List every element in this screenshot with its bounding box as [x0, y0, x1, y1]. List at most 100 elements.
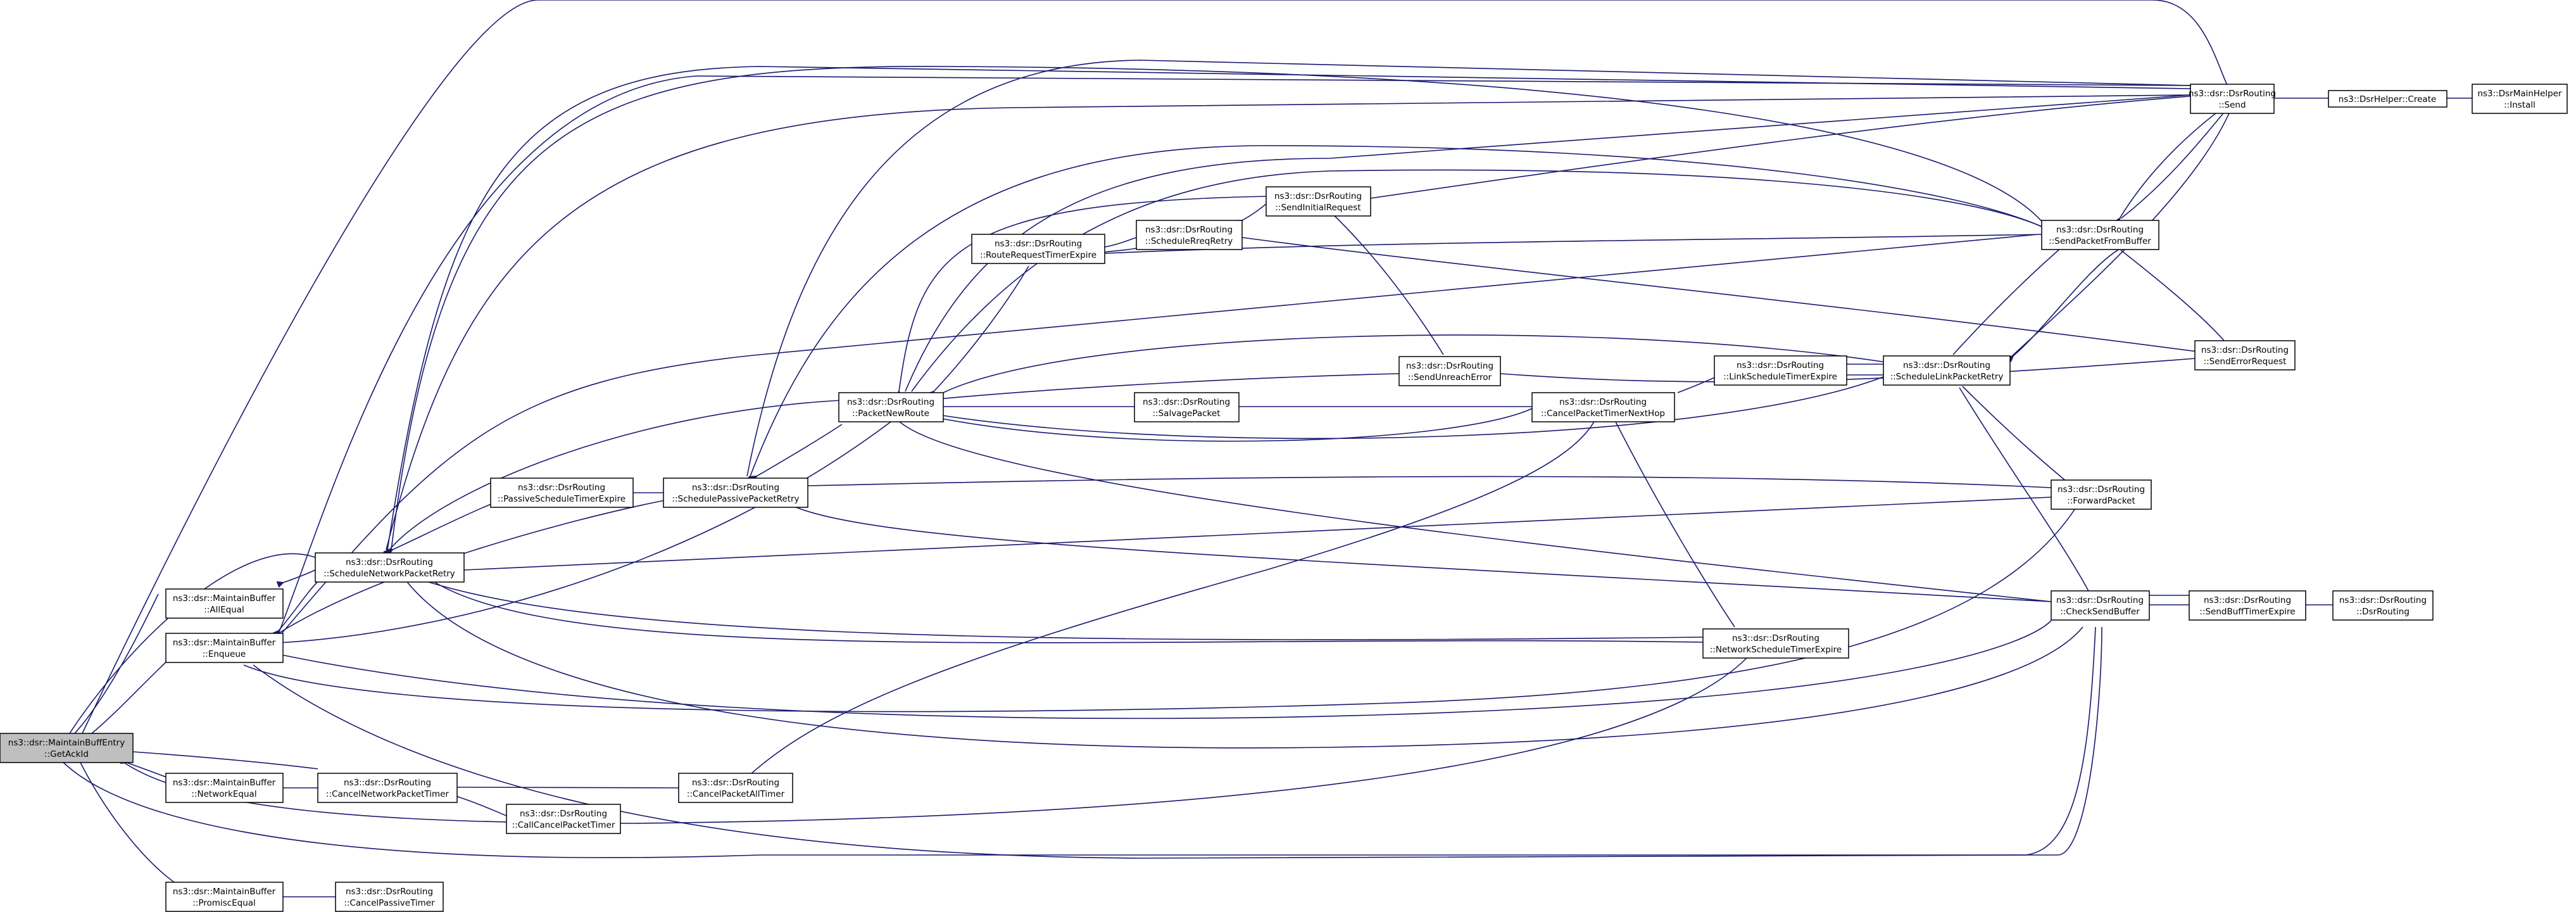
node-dsrrouting[interactable]: ns3::dsr::DsrRouting ::DsrRouting — [2332, 590, 2434, 621]
node-schednetretry-line2: ::ScheduleNetworkPacketRetry — [324, 569, 455, 579]
node-cancelnettimer[interactable]: ns3::dsr::DsrRouting ::CancelNetworkPack… — [317, 773, 458, 803]
node-passiveexpire-line2: ::PassiveScheduleTimerExpire — [498, 494, 625, 504]
edge-dsr-enqueue — [253, 626, 2096, 859]
edge-networkequal-getackid — [127, 763, 168, 778]
edge-send-enqueue — [278, 75, 2191, 634]
edge-sendfrombuffer-enqueue — [281, 234, 2039, 634]
edges — [63, 0, 2472, 897]
node-linkexpire-line2: ::LinkScheduleTimerExpire — [1723, 372, 1837, 382]
node-cancelnexthop-line1: ns3::dsr::DsrRouting — [1559, 397, 1647, 407]
edge-cancelall-cancelnettimer — [456, 787, 679, 788]
node-sendunreach[interactable]: ns3::dsr::DsrRouting ::SendUnreachError — [1398, 356, 1501, 386]
edge-rreqexpire-packetnewroute — [934, 265, 1029, 391]
edge-cancelnexthop-netsched — [1614, 419, 1735, 628]
node-getackid-line1: ns3::dsr::MaintainBuffEntry — [8, 738, 125, 748]
node-send[interactable]: ns3::dsr::DsrRouting ::Send — [2189, 84, 2276, 114]
node-rreqexpire-line1: ns3::dsr::DsrRouting — [995, 239, 1082, 249]
node-linkexpire[interactable]: ns3::dsr::DsrRouting ::LinkScheduleTimer… — [1714, 355, 1847, 386]
node-allequal[interactable]: ns3::dsr::MaintainBuffer ::AllEqual — [165, 588, 284, 619]
node-sendinitreq[interactable]: ns3::dsr::DsrRouting ::SendInitialReques… — [1266, 186, 1371, 217]
node-enqueue[interactable]: ns3::dsr::MaintainBuffer ::Enqueue — [165, 633, 284, 663]
node-checksend-line1: ns3::dsr::DsrRouting — [2056, 595, 2144, 605]
edge-send-schednetretry — [387, 66, 2191, 550]
edge-send2-schednetretry — [386, 94, 2191, 550]
node-packetnewroute-line1: ns3::dsr::DsrRouting — [847, 397, 934, 407]
node-callcancel-line1: ns3::dsr::DsrRouting — [520, 809, 607, 819]
edge-sendunreach-sendinit — [1329, 211, 1444, 355]
edge-sendfrombuffer-schedlink — [2013, 248, 2121, 356]
node-cancelnexthop[interactable]: ns3::dsr::DsrRouting ::CancelPacketTimer… — [1531, 392, 1675, 422]
node-sendbuffexpire[interactable]: ns3::dsr::DsrRouting ::SendBuffTimerExpi… — [2189, 590, 2306, 621]
node-forward-line2: ::ForwardPacket — [2067, 496, 2135, 506]
edge-checksend-packetnewroute — [896, 418, 2052, 602]
node-schedreqretry[interactable]: ns3::dsr::DsrRouting ::ScheduleRreqRetry — [1136, 220, 1243, 250]
edge-cancelnexthop-packetnewroute — [938, 408, 1533, 442]
node-packetnewroute[interactable]: ns3::dsr::DsrRouting ::PacketNewRoute — [838, 392, 944, 422]
node-cancelall[interactable]: ns3::dsr::DsrRouting ::CancelPacketAllTi… — [678, 773, 793, 803]
node-promiscequal-line1: ns3::dsr::MaintainBuffer — [173, 887, 276, 897]
node-send-line1: ns3::dsr::DsrRouting — [2189, 89, 2276, 99]
edge-netschedexpire-schednetretry — [412, 576, 1704, 640]
node-forward[interactable]: ns3::dsr::DsrRouting ::ForwardPacket — [2051, 479, 2152, 510]
node-passiveexpire[interactable]: ns3::dsr::DsrRouting ::PassiveScheduleTi… — [490, 478, 634, 508]
edge-enqueue-getackid — [92, 658, 170, 733]
node-cancelpassive-line2: ::CancelPassiveTimer — [344, 898, 435, 908]
edge-schedlink-sendfrombuffer — [1952, 248, 2061, 355]
node-dsrrouting-line2: ::DsrRouting — [2356, 607, 2410, 617]
node-promiscequal-line2: ::PromiscEqual — [192, 898, 256, 908]
node-sendfrombuffer[interactable]: ns3::dsr::DsrRouting ::SendPacketFromBuf… — [2041, 220, 2159, 250]
node-schedpassretry[interactable]: ns3::dsr::DsrRouting ::SchedulePassivePa… — [663, 478, 808, 508]
node-senderrreq[interactable]: ns3::dsr::DsrRouting ::SendErrorRequest — [2194, 340, 2296, 370]
edge-packetnewroute-schedpass — [757, 424, 843, 476]
edge-senderrreq-schedreq — [1242, 238, 2197, 352]
node-cancelpassive[interactable]: ns3::dsr::DsrRouting ::CancelPassiveTime… — [335, 882, 444, 912]
node-callcancel[interactable]: ns3::dsr::DsrRouting ::CallCancelPacketT… — [506, 804, 621, 834]
edge-callcancel-cancelnettimer — [458, 797, 507, 816]
node-sendinitreq-line2: ::SendInitialRequest — [1275, 203, 1360, 213]
edge-passiveexpire-schednetretry — [393, 500, 501, 550]
node-schedpassretry-line1: ns3::dsr::DsrRouting — [692, 483, 779, 493]
node-networkequal[interactable]: ns3::dsr::MaintainBuffer ::NetworkEqual — [165, 773, 284, 803]
edge-schednetretry-allequal — [283, 569, 316, 583]
node-cancelnexthop-line2: ::CancelPacketTimerNextHop — [1541, 408, 1665, 419]
node-schednetretry-line1: ns3::dsr::DsrRouting — [346, 557, 433, 567]
node-promiscequal[interactable]: ns3::dsr::MaintainBuffer ::PromiscEqual — [165, 882, 284, 912]
node-packetnewroute-line2: ::PacketNewRoute — [852, 408, 929, 419]
node-schednetretry[interactable]: ns3::dsr::DsrRouting ::ScheduleNetworkPa… — [315, 552, 465, 583]
edge-sendunreach-packetnewroute — [938, 373, 1400, 399]
node-sendbuffexpire-line2: ::SendBuffTimerExpire — [2199, 607, 2295, 617]
node-helpercreate[interactable]: ns3::DsrHelper::Create — [2328, 90, 2447, 108]
node-mainhelper[interactable]: ns3::DsrMainHelper ::Install — [2472, 84, 2568, 114]
node-passiveexpire-line1: ns3::dsr::DsrRouting — [518, 483, 605, 493]
edge-schedlink-checksend — [1959, 387, 2090, 593]
node-senderrreq-line1: ns3::dsr::DsrRouting — [2201, 345, 2289, 355]
node-salvage-line2: ::SalvagePacket — [1153, 408, 1221, 419]
edge-send-sendinit — [1371, 96, 2191, 198]
edge-forward-enqueue — [243, 506, 2077, 712]
node-getackid[interactable]: ns3::dsr::MaintainBuffEntry ::GetAckId — [0, 733, 134, 763]
node-cancelpassive-line1: ns3::dsr::DsrRouting — [346, 887, 433, 897]
node-mainhelper-line2: ::Install — [2504, 100, 2535, 110]
node-checksend[interactable]: ns3::dsr::DsrRouting ::CheckSendBuffer — [2051, 590, 2150, 621]
edge-cancelnexthop-cancelall — [750, 419, 1596, 775]
node-netschedexpire[interactable]: ns3::dsr::DsrRouting ::NetworkScheduleTi… — [1702, 628, 1849, 659]
edge-sendfrombuffer-schedreq — [1104, 234, 2045, 254]
edge-allequal-getackid — [75, 593, 159, 733]
edge-send-getackid — [82, 0, 2230, 734]
edge-sendinitreq-packetnewroute — [899, 196, 1267, 391]
edge-sendfrombuffer-send — [2120, 110, 2226, 219]
node-salvage[interactable]: ns3::dsr::DsrRouting ::SalvagePacket — [1134, 392, 1240, 422]
node-allequal-line2: ::AllEqual — [204, 605, 244, 615]
node-cancelnettimer-line2: ::CancelNetworkPacketTimer — [326, 789, 449, 799]
node-forward-line1: ns3::dsr::DsrRouting — [2058, 484, 2145, 495]
edge-schedreq-packetnewroute — [905, 94, 2191, 392]
node-callcancel-line2: ::CallCancelPacketTimer — [512, 820, 615, 830]
node-enqueue-line1: ns3::dsr::MaintainBuffer — [173, 638, 276, 648]
node-sendfrombuffer-line1: ns3::dsr::DsrRouting — [2056, 225, 2144, 235]
edge-schedpassretry-enqueue — [279, 500, 665, 633]
nodes: ns3::dsr::MaintainBuffEntry ::GetAckId n… — [0, 84, 2568, 912]
edge-packetnewroute-enqueue — [279, 417, 896, 643]
node-rreqexpire[interactable]: ns3::dsr::DsrRouting ::RouteRequestTimer… — [971, 234, 1105, 264]
node-networkequal-line2: ::NetworkEqual — [191, 789, 256, 799]
node-schedlinkretry[interactable]: ns3::dsr::DsrRouting ::ScheduleLinkPacke… — [1883, 355, 2011, 386]
